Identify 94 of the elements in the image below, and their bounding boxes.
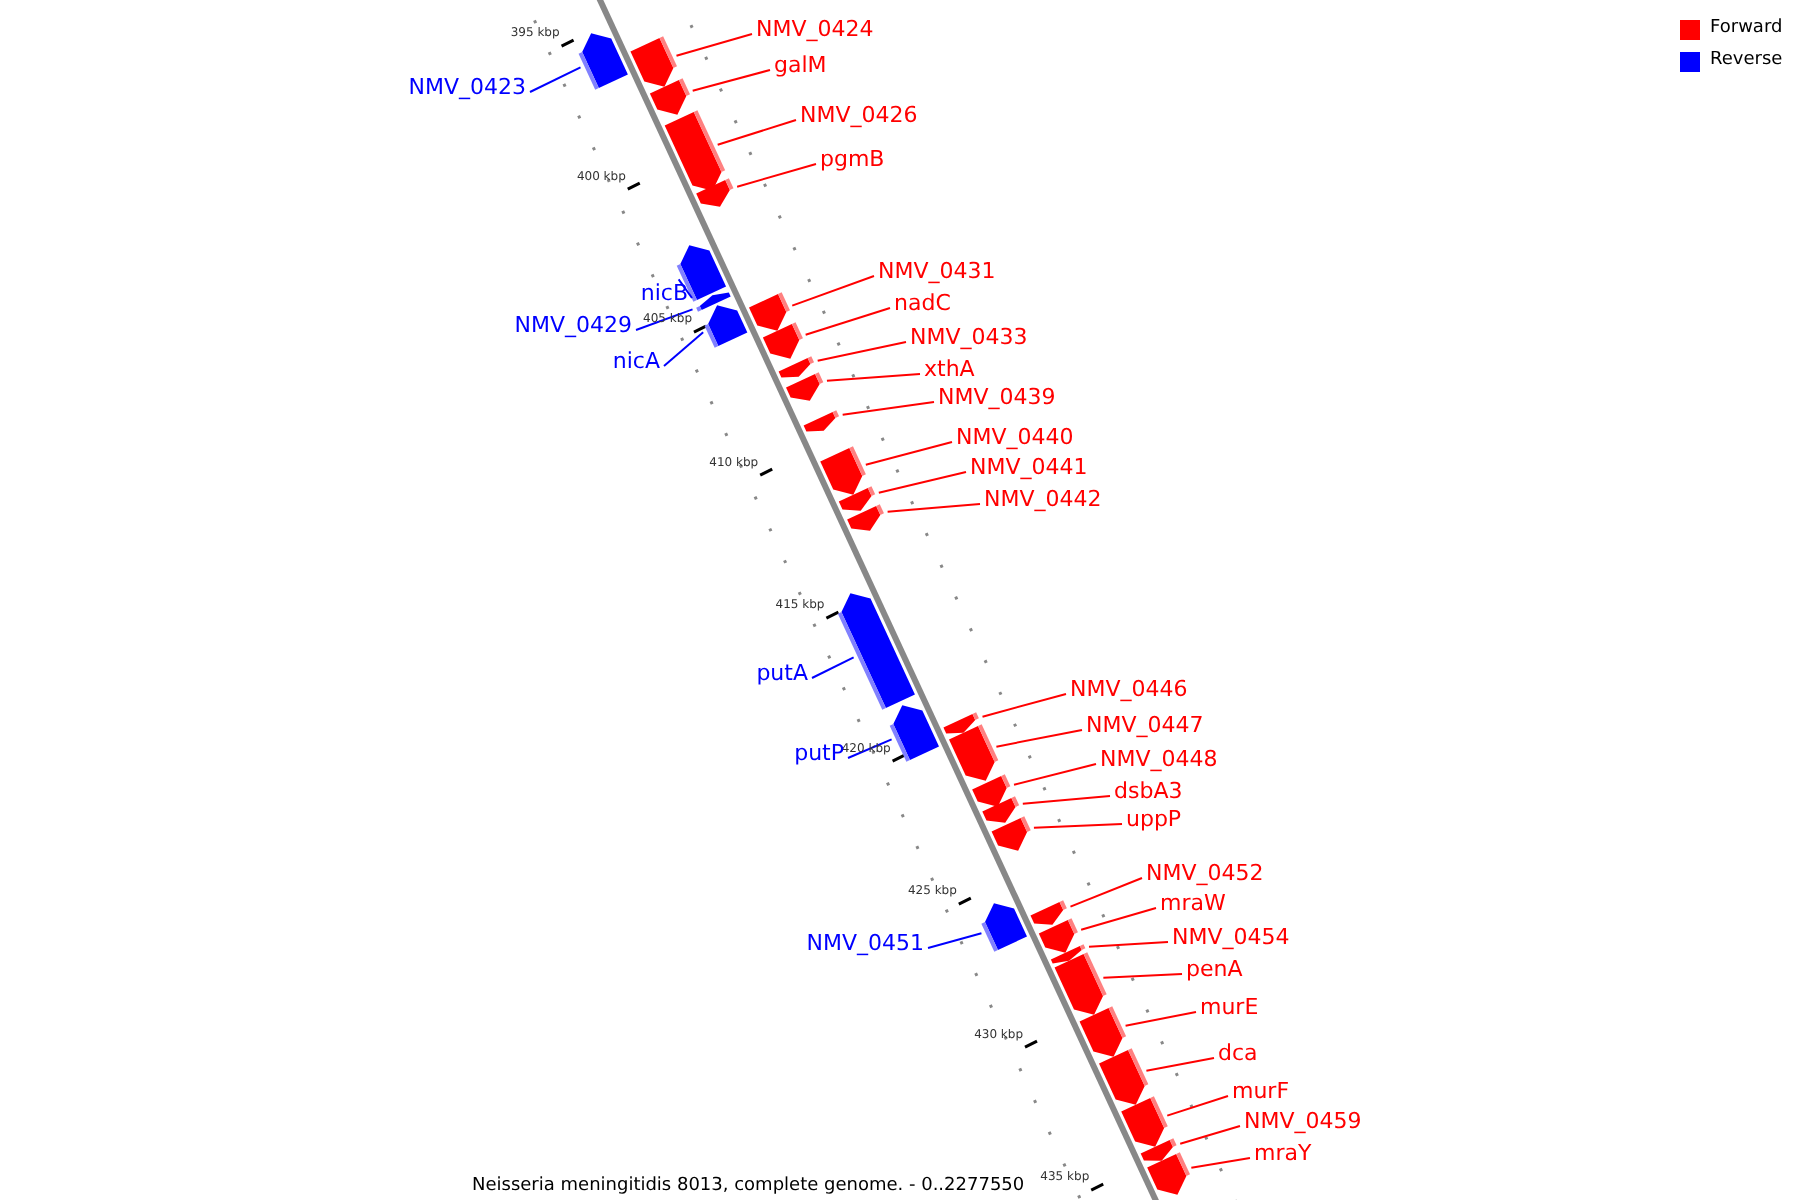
gene-label: NMV_0433: [910, 324, 1028, 350]
gene-feature: [943, 712, 979, 734]
gene-feature: [972, 774, 1011, 807]
gene-feature: [664, 110, 726, 191]
leader-line: [1021, 795, 1111, 805]
leader-line: [675, 33, 753, 57]
leader-line: [825, 373, 921, 382]
gene-label: NMV_0454: [1172, 924, 1290, 950]
gene-label: dsbA3: [1114, 778, 1183, 804]
gene-label: murF: [1232, 1078, 1290, 1104]
leader-line: [736, 163, 817, 188]
leader-line: [1179, 1125, 1241, 1145]
gene-label: NMV_0423: [408, 74, 526, 100]
gene-label: NMV_0431: [878, 258, 996, 284]
gene-feature: [696, 292, 731, 312]
leader-line: [1124, 1011, 1197, 1027]
gene-label: penA: [1186, 956, 1243, 982]
gene-feature: [778, 356, 815, 378]
leader-line: [1069, 877, 1143, 908]
leader-line: [1166, 1095, 1229, 1117]
legend-label: Forward: [1710, 18, 1783, 40]
leader-line: [995, 729, 1083, 748]
gene-label: xthA: [924, 356, 975, 382]
gene-label: NMV_0426: [800, 102, 918, 128]
gene-label: NMV_0451: [806, 930, 924, 956]
gene-feature: [786, 372, 824, 401]
leader-line: [847, 738, 893, 759]
leader-line: [1080, 907, 1157, 931]
gene-label: nicA: [612, 348, 660, 374]
gene-label: putA: [756, 660, 808, 686]
leader-line: [981, 693, 1067, 718]
gene-feature: [981, 903, 1027, 952]
leader-line: [1190, 1157, 1251, 1169]
gene-label: putP: [794, 740, 844, 766]
gene-label: NMV_0446: [1070, 676, 1188, 702]
leader-line: [1032, 823, 1123, 829]
gene-label: mraY: [1254, 1140, 1312, 1166]
gene-feature: [1050, 944, 1086, 964]
gene-label: nicB: [640, 280, 688, 306]
leader-line: [811, 656, 855, 679]
leader-line: [677, 278, 693, 299]
gene-feature: [991, 816, 1031, 851]
gene-label: NMV_0429: [514, 312, 632, 338]
leader-line: [864, 441, 953, 466]
gene-feature: [837, 593, 915, 710]
leader-line: [816, 341, 907, 362]
gene-feature: [649, 78, 690, 115]
gene-feature: [1054, 952, 1107, 1015]
leader-line: [1145, 1057, 1215, 1072]
legend-label: Reverse: [1710, 50, 1783, 72]
gene-feature: [630, 36, 677, 87]
leader-line: [663, 331, 705, 367]
gene-label: dca: [1218, 1040, 1258, 1066]
gene-feature: [838, 486, 876, 511]
gene-label: NMV_0439: [938, 384, 1056, 410]
leader-line: [1102, 973, 1183, 979]
gene-label: murE: [1200, 994, 1259, 1020]
gene-label: NMV_0424: [756, 16, 874, 42]
leader-line: [529, 66, 582, 93]
gene-label: mraW: [1160, 890, 1226, 916]
leader-line: [886, 503, 981, 513]
gene-label: NMV_0442: [984, 486, 1102, 512]
gene-feature: [696, 178, 734, 207]
gene-feature: [982, 796, 1020, 823]
gene-label: NMV_0447: [1086, 712, 1204, 738]
gene-feature: [803, 410, 840, 432]
leader-line: [1088, 941, 1169, 948]
gene-feature: [578, 33, 628, 90]
gene-label: NMV_0448: [1100, 746, 1218, 772]
gene-feature: [1140, 1138, 1177, 1161]
gene-label: NMV_0441: [970, 454, 1088, 480]
leader-line: [927, 932, 983, 949]
gene-feature: [847, 504, 884, 531]
gene-feature: [1030, 900, 1067, 925]
gene-label: galM: [774, 52, 827, 78]
gene-feature: [748, 292, 790, 331]
caption: Neisseria meningitidis 8013, complete genome. - 0..2277550: [472, 1174, 1025, 1198]
leader-line: [791, 275, 875, 307]
gene-feature: [1079, 1006, 1127, 1057]
gene-feature: [889, 705, 940, 762]
gene-label: NMV_0459: [1244, 1108, 1362, 1134]
leader-line: [691, 69, 771, 92]
leader-line: [635, 308, 694, 331]
leader-line: [877, 471, 967, 494]
gene-label: uppP: [1126, 806, 1182, 832]
leader-line: [716, 119, 797, 146]
gene-label: nadC: [894, 290, 951, 316]
leader-line: [1013, 763, 1097, 786]
gene-label: pgmB: [820, 146, 885, 172]
gene-label: NMV_0440: [956, 424, 1074, 450]
leader-line: [841, 401, 935, 416]
gene-feature: [1099, 1048, 1149, 1105]
gene-label: NMV_0452: [1146, 860, 1264, 886]
leader-line: [804, 307, 891, 336]
